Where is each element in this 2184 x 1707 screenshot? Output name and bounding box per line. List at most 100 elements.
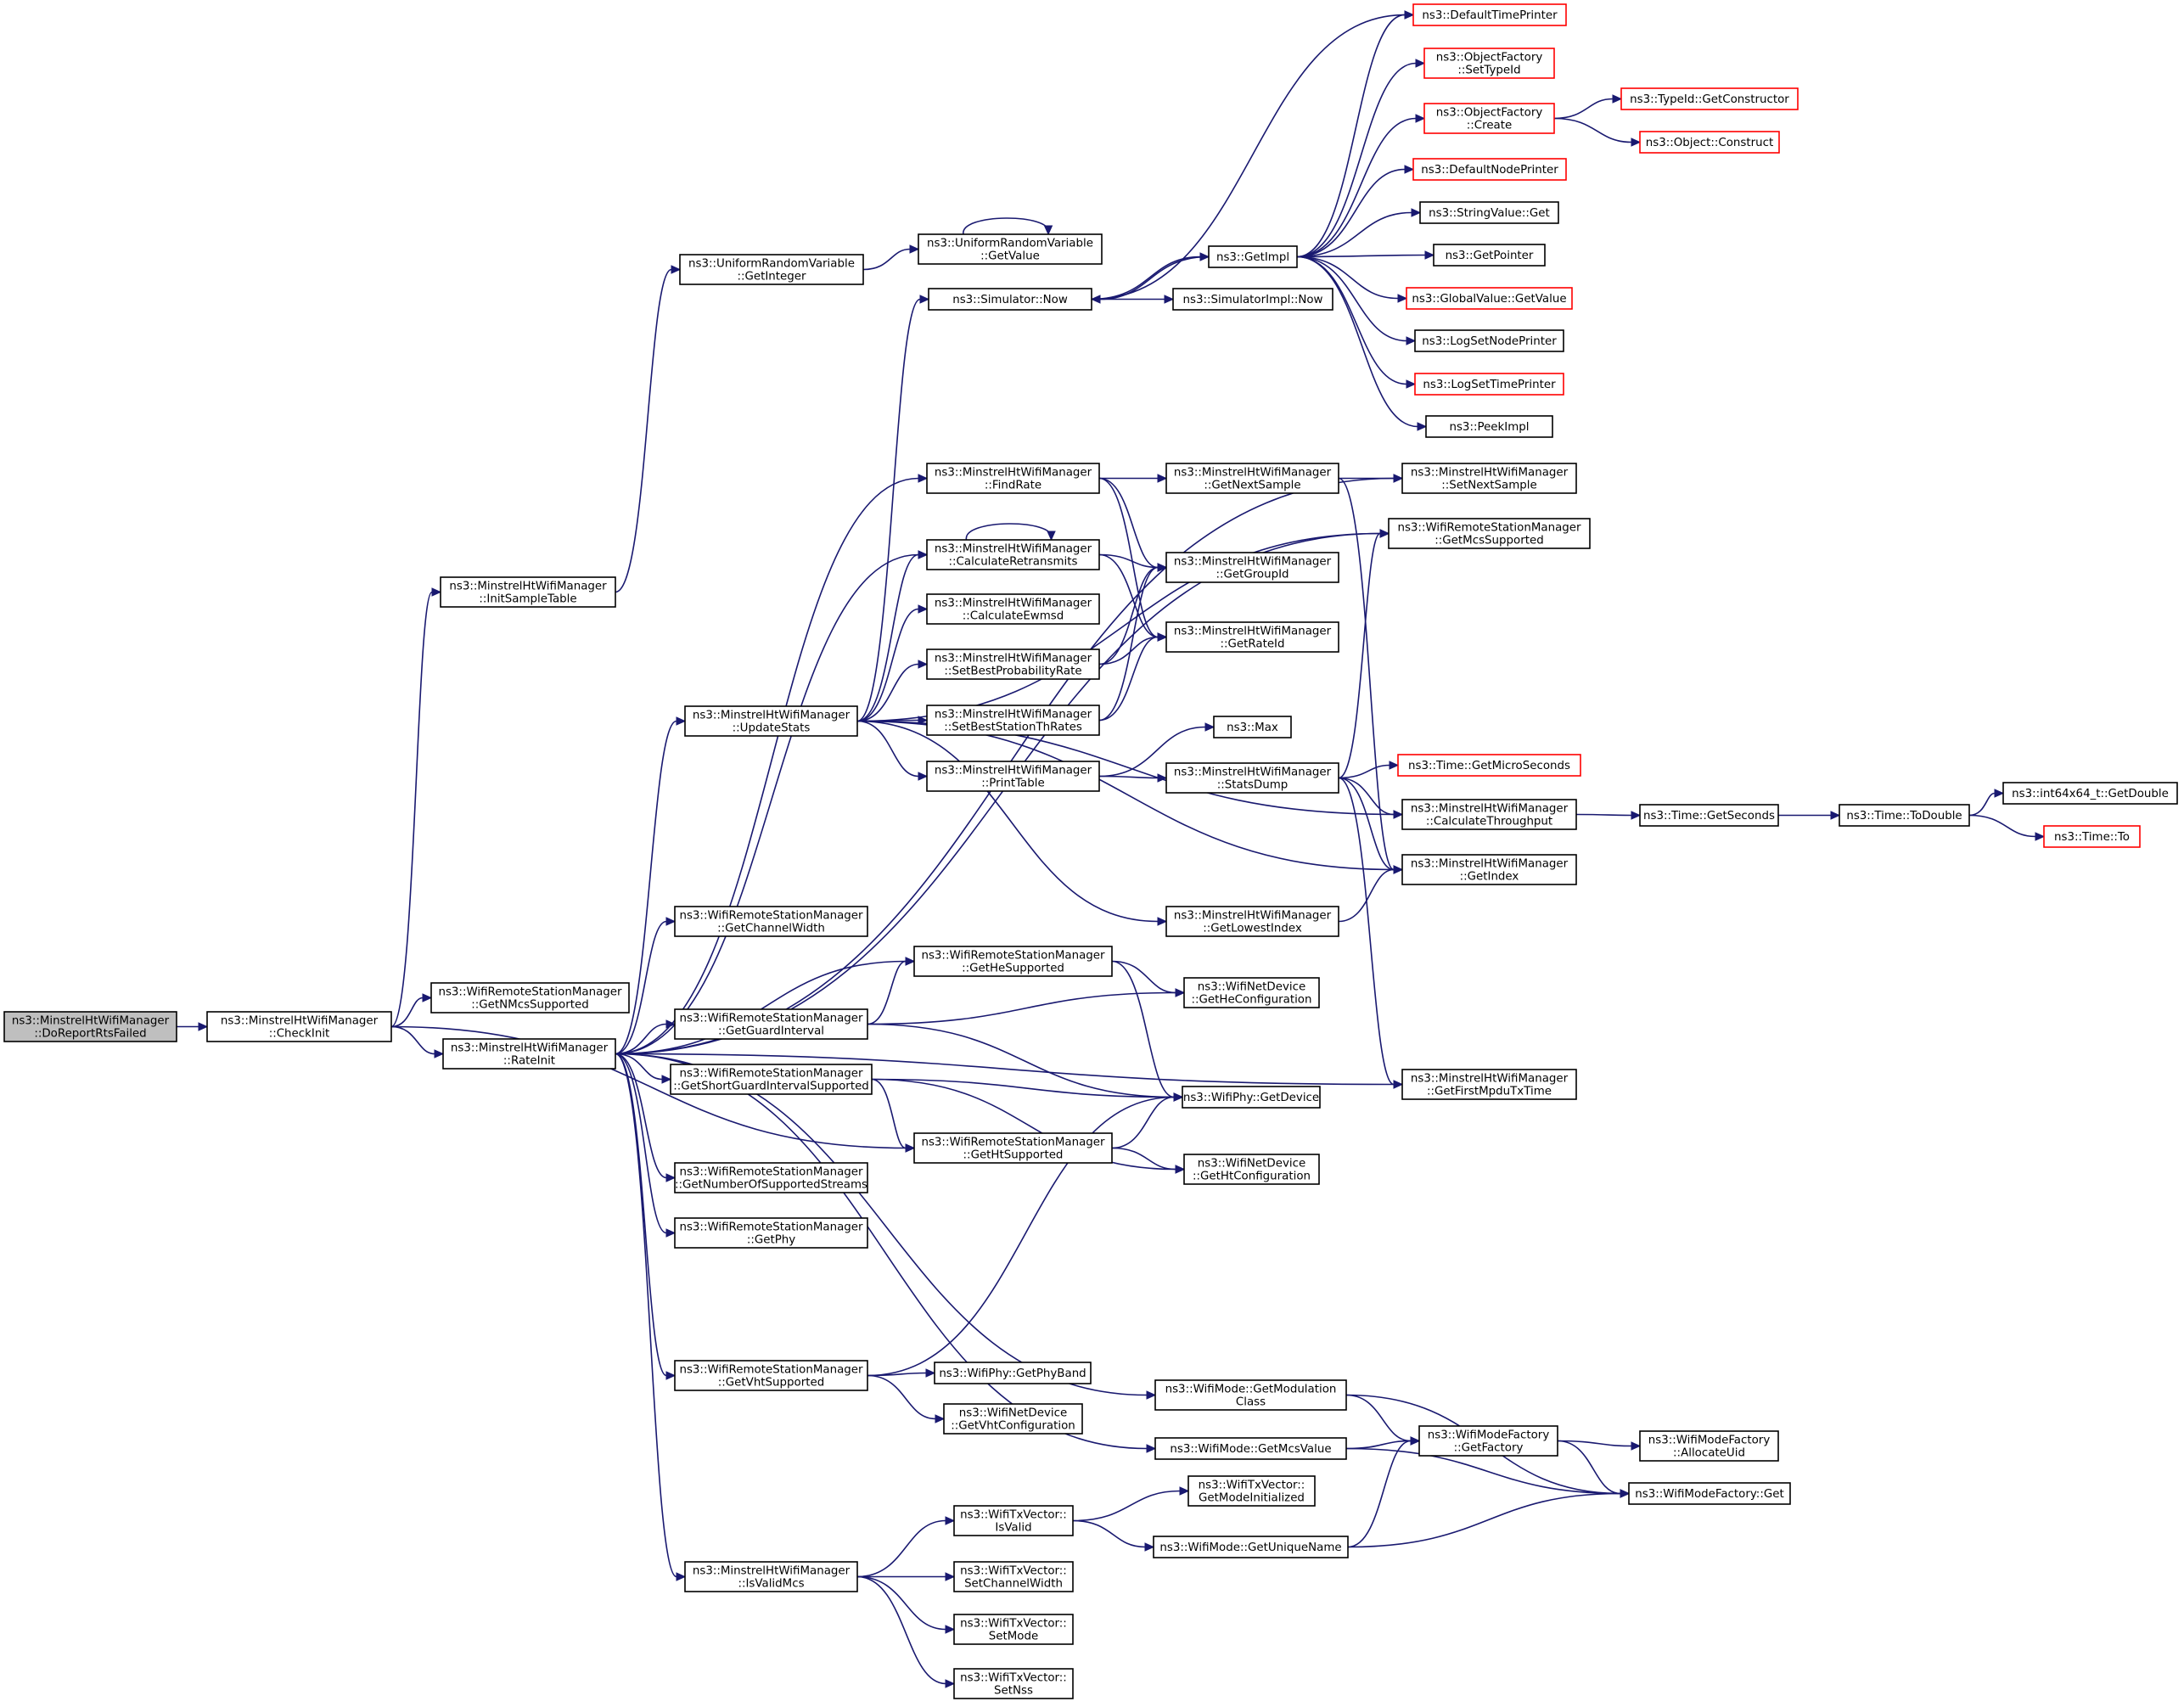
edge-line <box>1347 1440 1412 1548</box>
node-label: ::GetFactory <box>1454 1442 1524 1455</box>
node-wmf_get[interactable]: ns3::WifiModeFactory::Get <box>1628 1482 1791 1505</box>
node-stringvalget[interactable]: ns3::StringValue::Get <box>1419 201 1559 224</box>
node-getfirstmpdu[interactable]: ns3::MinstrelHtWifiManager::GetFirstMpdu… <box>1401 1069 1577 1100</box>
node-setbestth[interactable]: ns3::MinstrelHtWifiManager::SetBestStati… <box>926 705 1100 736</box>
node-box <box>674 1008 868 1040</box>
node-getphy[interactable]: ns3::WifiRemoteStationManager::GetPhy <box>674 1217 868 1249</box>
node-typeid_getctor[interactable]: ns3::TypeId::GetConstructor <box>1620 87 1799 110</box>
node-findrate[interactable]: ns3::MinstrelHtWifiManager::FindRate <box>926 463 1100 494</box>
node-label: ns3::Object::Construct <box>1646 137 1774 149</box>
node-getmcsvalue[interactable]: ns3::WifiMode::GetMcsValue <box>1154 1437 1347 1460</box>
node-root[interactable]: ns3::MinstrelHtWifiManager::DoReportRtsF… <box>3 1011 177 1042</box>
node-wmf_getfactory[interactable]: ns3::WifiModeFactory::GetFactory <box>1418 1425 1558 1457</box>
node-txv_setnss[interactable]: ns3::WifiTxVector::SetNss <box>953 1668 1074 1699</box>
node-getnmcs[interactable]: ns3::WifiRemoteStationManager::GetNMcsSu… <box>430 982 630 1014</box>
node-logsettime[interactable]: ns3::LogSetTimePrinter <box>1414 373 1564 396</box>
node-gethtsup[interactable]: ns3::WifiRemoteStationManager::GetHtSupp… <box>913 1132 1113 1164</box>
node-simimplnow[interactable]: ns3::SimulatorImpl::Now <box>1172 288 1333 311</box>
node-wmf_alloc[interactable]: ns3::WifiModeFactory::AllocateUid <box>1639 1430 1779 1462</box>
node-label: ns3::WifiRemoteStationManager <box>679 1068 863 1081</box>
node-gethesup[interactable]: ns3::WifiRemoteStationManager::GetHeSupp… <box>913 946 1113 977</box>
edge-getuniquename-to-wmf_get <box>1347 1489 1631 1548</box>
node-label: ns3::UniformRandomVariable <box>927 238 1093 250</box>
edge-root-to-checkinit <box>177 1022 209 1031</box>
node-label: ns3::Time::GetSeconds <box>1643 810 1775 823</box>
node-obj_construct[interactable]: ns3::Object::Construct <box>1639 131 1780 154</box>
node-updatestats[interactable]: ns3::MinstrelHtWifiManager::UpdateStats <box>684 705 858 737</box>
node-box <box>1433 244 1546 267</box>
node-simnow[interactable]: ns3::Simulator::Now <box>928 288 1092 311</box>
node-box <box>1414 373 1564 396</box>
node-box <box>1423 48 1555 79</box>
node-rateinit[interactable]: ns3::MinstrelHtWifiManager::RateInit <box>442 1038 616 1070</box>
node-getmcssup[interactable]: ns3::WifiRemoteStationManager::GetMcsSup… <box>1388 518 1591 549</box>
edge-line <box>1072 1490 1181 1522</box>
node-getvhtconf[interactable]: ns3::WifiNetDevice::GetVhtConfiguration <box>943 1403 1083 1435</box>
node-getnextsample[interactable]: ns3::MinstrelHtWifiManager::GetNextSampl… <box>1165 463 1339 494</box>
node-getphyband[interactable]: ns3::WifiPhy::GetPhyBand <box>934 1362 1092 1384</box>
node-getguard[interactable]: ns3::WifiRemoteStationManager::GetGuardI… <box>674 1008 868 1040</box>
node-objf_create[interactable]: ns3::ObjectFactory::Create <box>1423 103 1555 134</box>
node-getheconf[interactable]: ns3::WifiNetDevice::GetHeConfiguration <box>1183 977 1320 1008</box>
node-calcewmsd[interactable]: ns3::MinstrelHtWifiManager::CalculateEwm… <box>926 593 1100 625</box>
node-txv_setcw[interactable]: ns3::WifiTxVector::SetChannelWidth <box>953 1561 1074 1592</box>
node-txv_setmode[interactable]: ns3::WifiTxVector::SetMode <box>953 1614 1074 1645</box>
node-box <box>1401 1069 1577 1100</box>
node-getsgi[interactable]: ns3::WifiRemoteStationManager::GetShortG… <box>670 1064 873 1095</box>
edge-arrowhead <box>918 772 929 781</box>
node-timemicro[interactable]: ns3::Time::GetMicroSeconds <box>1397 754 1581 777</box>
node-getimpl[interactable]: ns3::GetImpl <box>1208 245 1298 268</box>
node-setnextsample[interactable]: ns3::MinstrelHtWifiManager::SetNextSampl… <box>1401 463 1577 494</box>
node-objf_settypeid[interactable]: ns3::ObjectFactory::SetTypeId <box>1423 48 1555 79</box>
node-calcretrans[interactable]: ns3::MinstrelHtWifiManager::CalculateRet… <box>926 539 1100 570</box>
node-txv_isvalid[interactable]: ns3::WifiTxVector::IsValid <box>953 1505 1074 1536</box>
edge-line <box>856 608 919 722</box>
node-max[interactable]: ns3::Max <box>1213 716 1292 738</box>
node-box <box>926 705 1100 736</box>
node-box <box>1406 287 1573 310</box>
edge-line <box>1553 98 1614 120</box>
node-box <box>1183 1154 1320 1185</box>
node-time_to[interactable]: ns3::Time::To <box>2043 825 2141 848</box>
node-defnodeprinter[interactable]: ns3::DefaultNodePrinter <box>1412 158 1567 181</box>
node-getnss[interactable]: ns3::WifiRemoteStationManager::GetNumber… <box>674 1162 868 1193</box>
node-getpointer[interactable]: ns3::GetPointer <box>1433 244 1546 267</box>
node-getindex[interactable]: ns3::MinstrelHtWifiManager::GetIndex <box>1401 854 1577 885</box>
node-peekimpl[interactable]: ns3::PeekImpl <box>1425 415 1553 438</box>
node-checkinit[interactable]: ns3::MinstrelHtWifiManager::CheckInit <box>206 1011 392 1042</box>
node-logsetnode[interactable]: ns3::LogSetNodePrinter <box>1414 329 1564 352</box>
node-phygetdev[interactable]: ns3::WifiPhy::GetDevice <box>1182 1086 1321 1109</box>
node-time_todouble[interactable]: ns3::Time::ToDouble <box>1839 804 1970 827</box>
node-urv_getint[interactable]: ns3::UniformRandomVariable::GetInteger <box>679 254 864 285</box>
node-label: ns3::WifiNetDevice <box>959 1407 1067 1420</box>
node-setbestprob[interactable]: ns3::MinstrelHtWifiManager::SetBestProba… <box>926 649 1100 680</box>
edge-checkinit-to-getnmcs <box>390 993 433 1028</box>
node-box <box>926 539 1100 570</box>
edge-arrowhead <box>1404 165 1415 174</box>
node-calcthroughput[interactable]: ns3::MinstrelHtWifiManager::CalculateThr… <box>1401 799 1577 830</box>
edge-arrowhead <box>1404 10 1415 20</box>
node-urv_getval[interactable]: ns3::UniformRandomVariable::GetValue <box>918 233 1103 265</box>
node-getrateid[interactable]: ns3::MinstrelHtWifiManager::GetRateId <box>1165 621 1339 653</box>
node-int64_getdouble[interactable]: ns3::int64x64_t::GetDouble <box>2002 782 2178 805</box>
node-statsdump[interactable]: ns3::MinstrelHtWifiManager::StatsDump <box>1165 762 1339 794</box>
node-box <box>1423 103 1555 134</box>
node-getchanwidth[interactable]: ns3::WifiRemoteStationManager::GetChanne… <box>674 906 868 937</box>
node-getlowest[interactable]: ns3::MinstrelHtWifiManager::GetLowestInd… <box>1165 906 1339 937</box>
node-time_getsec[interactable]: ns3::Time::GetSeconds <box>1639 804 1779 827</box>
node-txv_getmodeinit[interactable]: ns3::WifiTxVector::GetModeInitialized <box>1187 1475 1316 1507</box>
node-globalvalget[interactable]: ns3::GlobalValue::GetValue <box>1406 287 1573 310</box>
node-deftimeprinter[interactable]: ns3::DefaultTimePrinter <box>1412 3 1567 26</box>
node-getuniquename[interactable]: ns3::WifiMode::GetUniqueName <box>1153 1536 1349 1558</box>
node-initsample[interactable]: ns3::MinstrelHtWifiManager::InitSampleTa… <box>440 576 616 608</box>
edge-arrowhead <box>1397 294 1408 303</box>
node-gethtconf[interactable]: ns3::WifiNetDevice::GetHtConfiguration <box>1183 1154 1320 1185</box>
node-printtable[interactable]: ns3::MinstrelHtWifiManager::PrintTable <box>926 761 1100 792</box>
node-isvalidmcs[interactable]: ns3::MinstrelHtWifiManager::IsValidMcs <box>684 1561 858 1592</box>
node-getgroupid[interactable]: ns3::MinstrelHtWifiManager::GetGroupId <box>1165 552 1339 583</box>
edge-arrowhead <box>945 1679 956 1688</box>
edge-updatestats-to-printtable <box>856 720 929 781</box>
node-getvht[interactable]: ns3::WifiRemoteStationManager::GetVhtSup… <box>674 1360 868 1391</box>
